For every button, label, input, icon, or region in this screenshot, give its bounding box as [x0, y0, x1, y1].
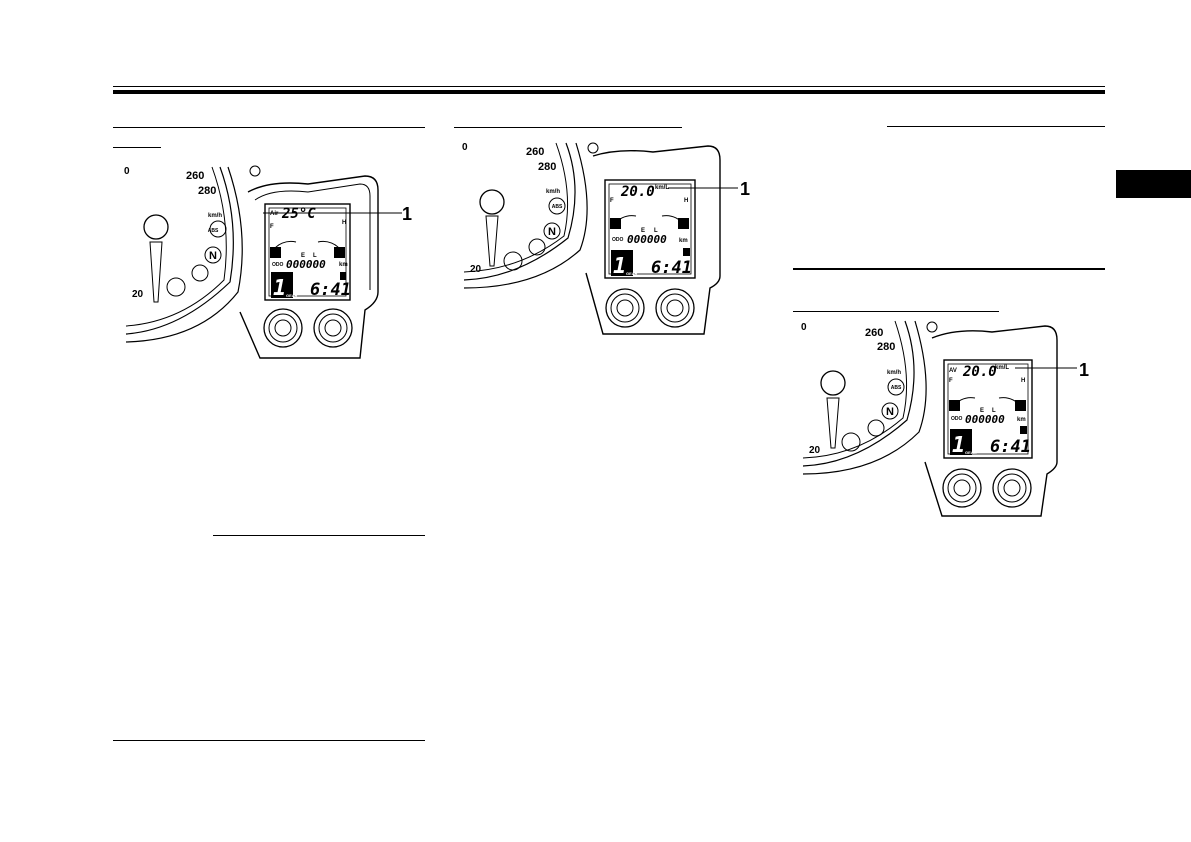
col3-rule-3 — [793, 311, 999, 312]
lcd-value: 20.0 — [620, 184, 655, 200]
col1-rule-2 — [213, 535, 425, 536]
speed-unit: km/h — [887, 370, 901, 376]
odo-unit: km — [339, 262, 348, 268]
speed-mark-20: 20 — [809, 445, 821, 456]
col1-rule-1b — [113, 147, 161, 148]
gear-label: GEAR — [626, 271, 638, 276]
section-tab — [1116, 170, 1191, 198]
callout-1: 1 — [1079, 360, 1089, 380]
speed-mark-20: 20 — [470, 264, 482, 275]
gear-number: 1 — [613, 254, 626, 279]
speed-mark-0: 0 — [801, 322, 807, 333]
callout-1: 1 — [402, 204, 412, 224]
gear-label: GEAR — [965, 450, 977, 455]
temp-high-label: H — [684, 198, 688, 204]
lcd-label: Air — [270, 211, 279, 217]
fuel-full-label: F — [270, 224, 274, 230]
odo-unit: km — [679, 238, 688, 244]
speed-mark-20: 20 — [132, 289, 144, 300]
odo-label: ODO — [272, 262, 284, 268]
abs-icon: ABS — [208, 228, 219, 234]
odo-value: 000000 — [286, 258, 326, 271]
neutral-icon: N — [209, 250, 217, 262]
temp-high-label: H — [342, 220, 346, 226]
neutral-icon: N — [548, 226, 556, 238]
speed-mark-0: 0 — [124, 166, 130, 177]
clock: 6:41 — [651, 258, 692, 278]
speed-unit: km/h — [208, 213, 222, 219]
speed-mark-0: 0 — [462, 142, 468, 153]
abs-icon: ABS — [552, 204, 563, 210]
fuel-empty-label: E — [641, 228, 645, 234]
neutral-icon: N — [886, 406, 894, 418]
temp-low-label: L — [654, 228, 658, 234]
header-rule-thick — [113, 90, 1105, 94]
gear-number: 1 — [952, 433, 965, 458]
meter-figure-air-temp: 260 280 km/h ABS N 20 0 Air 25°C F H E L… — [120, 162, 420, 362]
lcd-label: AV — [949, 368, 957, 374]
odo-unit: km — [1017, 417, 1026, 423]
col1-rule-3 — [113, 740, 425, 741]
temp-low-label: L — [313, 253, 317, 259]
lcd-value: 25°C — [281, 206, 316, 222]
meter-figure-fuel-consumption: 260 280 km/h ABS N 20 0 20.0 km/L F H E … — [458, 138, 758, 338]
col3-rule-1 — [887, 126, 1105, 127]
temp-low-label: L — [992, 408, 996, 414]
odo-label: ODO — [612, 237, 624, 243]
fuel-full-label: F — [610, 198, 614, 204]
speed-mark-260: 260 — [865, 327, 883, 339]
clock: 6:41 — [990, 437, 1031, 457]
odo-value: 000000 — [965, 413, 1005, 426]
col2-rule-1 — [454, 127, 682, 128]
speed-mark-280: 280 — [877, 341, 895, 353]
fuel-empty-label: E — [980, 408, 984, 414]
lcd-value: 20.0 — [962, 364, 997, 380]
speed-unit: km/h — [546, 189, 560, 195]
odo-value: 000000 — [627, 233, 667, 246]
speed-mark-280: 280 — [538, 161, 556, 173]
speed-mark-260: 260 — [186, 170, 204, 182]
col1-rule-1 — [113, 127, 425, 128]
speed-mark-280: 280 — [198, 185, 216, 197]
clock: 6:41 — [310, 280, 351, 300]
abs-icon: ABS — [891, 385, 902, 391]
lcd-unit: km/L — [995, 365, 1009, 371]
temp-high-label: H — [1021, 378, 1025, 384]
fuel-full-label: F — [949, 378, 953, 384]
gear-label: GEAR — [286, 293, 298, 298]
odo-label: ODO — [951, 416, 963, 422]
header-rule-thin — [113, 86, 1105, 87]
lcd-unit: km/L — [655, 185, 669, 191]
col3-rule-2 — [793, 268, 1105, 270]
callout-1: 1 — [740, 179, 750, 199]
meter-figure-average-fuel: 260 280 km/h ABS N 20 0 AV 20.0 km/L F H… — [797, 316, 1097, 526]
fuel-empty-label: E — [301, 253, 305, 259]
speed-mark-260: 260 — [526, 146, 544, 158]
gear-number: 1 — [273, 276, 286, 301]
